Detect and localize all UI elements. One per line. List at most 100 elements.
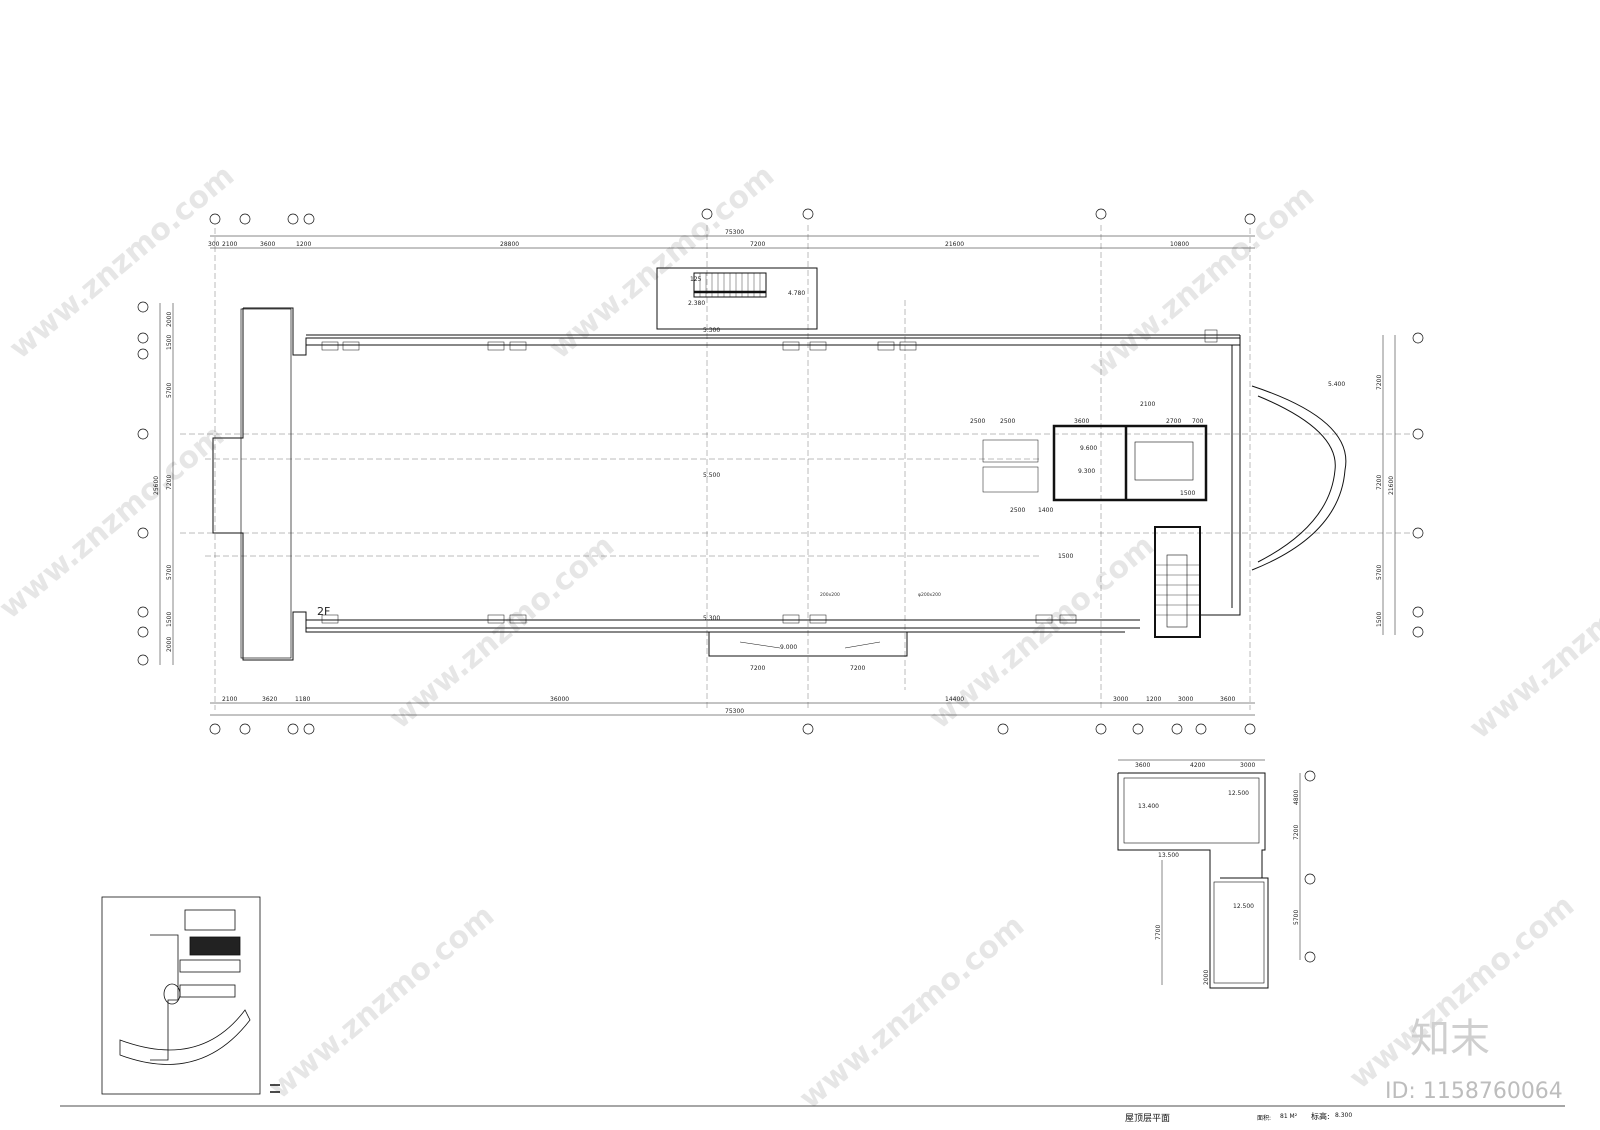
dim-bottom-seg: 3000 (1113, 696, 1128, 703)
legend-marks (270, 1084, 280, 1093)
left-grid-axes (137, 301, 149, 666)
elevation-label: 4.780 (788, 290, 805, 297)
dim-core: 2500 (1000, 418, 1015, 425)
dim-left-seg: 2000 (166, 312, 173, 327)
dim-top-seg: 21600 (945, 241, 964, 248)
detail-dim: 4800 (1293, 790, 1300, 805)
watermark-text: www.znzmo.com (263, 898, 501, 1106)
top-stair-block (656, 267, 818, 330)
elevation-label: 5.400 (1328, 381, 1345, 388)
dim-bottom-seg: 3620 (262, 696, 277, 703)
core-block (982, 424, 1208, 638)
watermark-text: www.znzmo.com (1463, 538, 1600, 746)
dim-top-seg: 28800 (500, 241, 519, 248)
dim-core: 2100 (1140, 401, 1155, 408)
dim-left-seg: 1500 (166, 612, 173, 627)
detail-plan (1117, 759, 1316, 989)
dim-left-seg: 5700 (166, 565, 173, 580)
detail-plan-dims: 3600 4200 3000 4800 7200 5700 7700 2000 (1135, 762, 1300, 985)
dim-left-total: 25600 (153, 476, 160, 495)
elevation-label: 12.500 (1233, 903, 1254, 910)
area-value: 81 M² (1280, 1113, 1298, 1120)
title-block: 屋顶层平面 面积: 81 M² 标高: 8.300 (1125, 1111, 1365, 1125)
dim-top-total: 75300 (725, 229, 744, 236)
dim-bottom-seg: 3000 (1178, 696, 1193, 703)
dim-left-seg: 5700 (166, 383, 173, 398)
elevation-label: 2.380 (688, 300, 705, 307)
dim-right-seg: 1500 (1376, 612, 1383, 627)
detail-dim: 7200 (1293, 825, 1300, 840)
dim-right-seg: 5700 (1376, 565, 1383, 580)
detail-dim: 5700 (1293, 910, 1300, 925)
detail-dim: 3600 (1135, 762, 1150, 769)
dim-right-seg: 7200 (1376, 475, 1383, 490)
key-plan (101, 896, 261, 1095)
bottom-canopy (708, 631, 908, 657)
watermark-text: www.znzmo.com (1343, 888, 1581, 1096)
watermark-text: www.znzmo.com (0, 418, 231, 626)
dim-left-seg: 2000 (166, 637, 173, 652)
area-label: 面积: (1257, 1115, 1272, 1122)
dim-bottom-seg: 1200 (1146, 696, 1161, 703)
watermark-text: www.znzmo.com (1083, 178, 1321, 386)
tag-size: 200x200 (820, 592, 840, 598)
bottom-grid-axes (209, 723, 1256, 735)
dim-bottom-seg: 3600 (1220, 696, 1235, 703)
watermark-text: www.znzmo.com (3, 158, 241, 366)
watermark-text: www.znzmo.com (793, 908, 1031, 1116)
dim-bottom-seg: 1180 (295, 696, 310, 703)
watermark-layer: www.znzmo.com www.znzmo.com www.znzmo.co… (0, 158, 1600, 1116)
dim-core-lower: 2500 (1010, 507, 1025, 514)
dim-top-seg: 3600 (260, 241, 275, 248)
detail-dim: 3000 (1240, 762, 1255, 769)
elevation-label: 5.500 (703, 472, 720, 479)
brand-watermark: 知末 (1410, 1016, 1490, 1062)
dim-right-total: 21600 (1388, 476, 1395, 495)
elevation-value: 8.300 (1335, 1112, 1353, 1119)
id-watermark: ID: 1158760064 (1385, 1079, 1563, 1104)
dim-top-seg: 2100 (222, 241, 237, 248)
dim-core: 2700 (1166, 418, 1181, 425)
dim-core-lower: 1400 (1038, 507, 1053, 514)
dim-core-lower: 1500 (1180, 490, 1195, 497)
dim-core: 2500 (970, 418, 985, 425)
elevation-labels: 5.300 5.500 5.300 4.780 2.380 9.600 9.30… (317, 290, 1345, 910)
elevation-label: 9.000 (780, 644, 797, 651)
drawing-title: 屋顶层平面 (1125, 1114, 1171, 1124)
elevation-label: 9.300 (1078, 468, 1095, 475)
roof-outline (212, 307, 1347, 661)
dim-bottom-total: 75300 (725, 708, 744, 715)
dim-top-seg: 10800 (1170, 241, 1189, 248)
dim-top-seg: 300 (208, 241, 220, 248)
dim-left-seg: 7200 (166, 475, 173, 490)
dim-stair: 125 (690, 276, 702, 283)
elevation-label: 9.600 (1080, 445, 1097, 452)
right-grid-axes (1412, 332, 1424, 638)
roof-vents (321, 329, 1218, 624)
dim-bay: 7200 (850, 665, 865, 672)
tag-size: φ200x200 (918, 592, 941, 598)
top-grid-axes (209, 208, 1256, 225)
elevation-label: 13.500 (1158, 852, 1179, 859)
grid-lines (180, 225, 1410, 710)
dim-core: 3600 (1074, 418, 1089, 425)
dim-right-seg: 7200 (1376, 375, 1383, 390)
dim-bottom-seg: 36000 (550, 696, 569, 703)
elevation-label: 13.400 (1138, 803, 1159, 810)
dim-bay: 7200 (750, 665, 765, 672)
detail-dim: 2000 (1203, 970, 1210, 985)
elevation-label: 5.300 (703, 615, 720, 622)
elevation-label: 标高: (1311, 1112, 1330, 1121)
floor-marker: 2F (317, 605, 330, 618)
dimension-lines (159, 235, 1396, 716)
dim-bottom-seg: 14400 (945, 696, 964, 703)
detail-dim: 7700 (1155, 925, 1162, 940)
dim-core-lower: 1500 (1058, 553, 1073, 560)
detail-dim: 4200 (1190, 762, 1205, 769)
dim-top-seg: 1200 (296, 241, 311, 248)
dim-left-seg: 1500 (166, 335, 173, 350)
dim-bottom-seg: 2100 (222, 696, 237, 703)
dim-core: 700 (1192, 418, 1204, 425)
dim-top-seg: 7200 (750, 241, 765, 248)
